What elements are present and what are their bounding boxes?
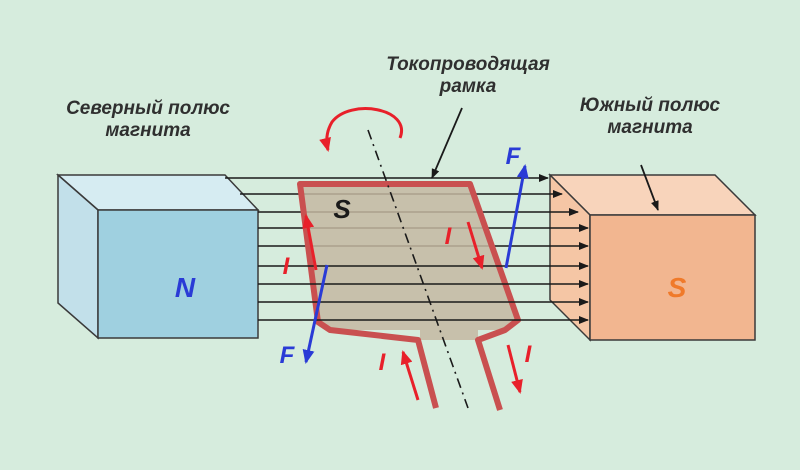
south-magnet-front-face bbox=[589, 214, 756, 341]
force-label-top: F bbox=[506, 143, 522, 170]
force-arrow-down bbox=[302, 264, 329, 364]
pointer-lines bbox=[431, 107, 659, 211]
current-label-lead-out: I bbox=[525, 341, 533, 368]
current-arrow-lead-in bbox=[400, 350, 420, 401]
frame-pointer bbox=[431, 107, 463, 179]
north-magnet-front-face bbox=[97, 209, 259, 339]
rotation-axis bbox=[367, 129, 469, 409]
current-arrow-lead-out bbox=[506, 344, 523, 394]
current-label-left: I bbox=[283, 253, 291, 280]
frame-caption-line1: Токопроводящая bbox=[386, 54, 550, 75]
current-arrow-right bbox=[466, 221, 485, 270]
north-pole-caption-line2: магнита bbox=[105, 120, 191, 141]
south-pole-letter: S bbox=[668, 272, 687, 303]
loop-plate bbox=[300, 184, 518, 340]
loop-pole-letter: S bbox=[333, 194, 351, 224]
frame-caption: Токопроводящая рамка bbox=[360, 54, 576, 98]
frame-caption-line2: рамка bbox=[439, 76, 497, 97]
north-pole-letter: N bbox=[175, 272, 196, 303]
current-loop bbox=[297, 129, 521, 411]
north-magnet bbox=[56, 173, 260, 340]
south-pole-caption-line1: Южный полюс bbox=[579, 95, 721, 116]
current-arrow-left bbox=[302, 214, 318, 271]
rotation-arrow bbox=[319, 107, 404, 152]
force-arrow-up bbox=[504, 164, 529, 269]
field-lines-front bbox=[258, 262, 589, 324]
force-arrows bbox=[302, 164, 529, 364]
current-label-lead-in: I bbox=[379, 349, 387, 376]
north-pole-caption-line1: Северный полюс bbox=[66, 98, 230, 119]
current-label-right: I bbox=[445, 223, 453, 250]
north-pole-caption: Северный полюс магнита bbox=[32, 98, 264, 142]
loop-wire bbox=[297, 181, 521, 411]
south-magnet-pointer bbox=[640, 164, 659, 211]
force-label-bottom: F bbox=[280, 342, 296, 369]
south-magnet bbox=[548, 173, 757, 342]
south-pole-caption: Южный полюс магнита bbox=[555, 95, 745, 139]
current-arrows bbox=[302, 214, 523, 401]
south-pole-caption-line2: магнита bbox=[607, 117, 693, 138]
